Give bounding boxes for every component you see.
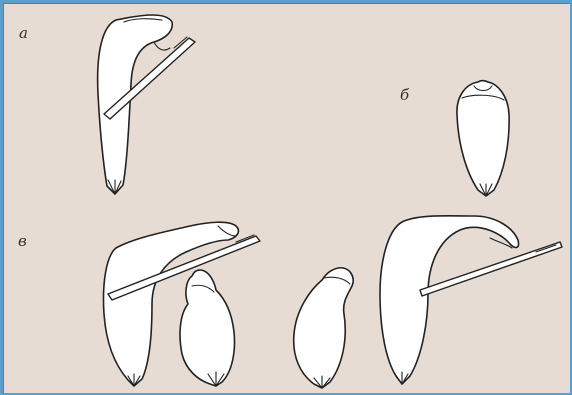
- figure-a-casing: [98, 15, 173, 194]
- figure-v2-casing: [180, 270, 235, 386]
- figure-v3-casing: [294, 268, 354, 388]
- illustration-panel: а б в: [3, 3, 570, 393]
- figure-v4-needle: [420, 242, 562, 296]
- figure-b-casing: [457, 81, 509, 197]
- sausage-stuffing-diagram: [4, 4, 570, 393]
- figure-v4-casing: [380, 216, 519, 384]
